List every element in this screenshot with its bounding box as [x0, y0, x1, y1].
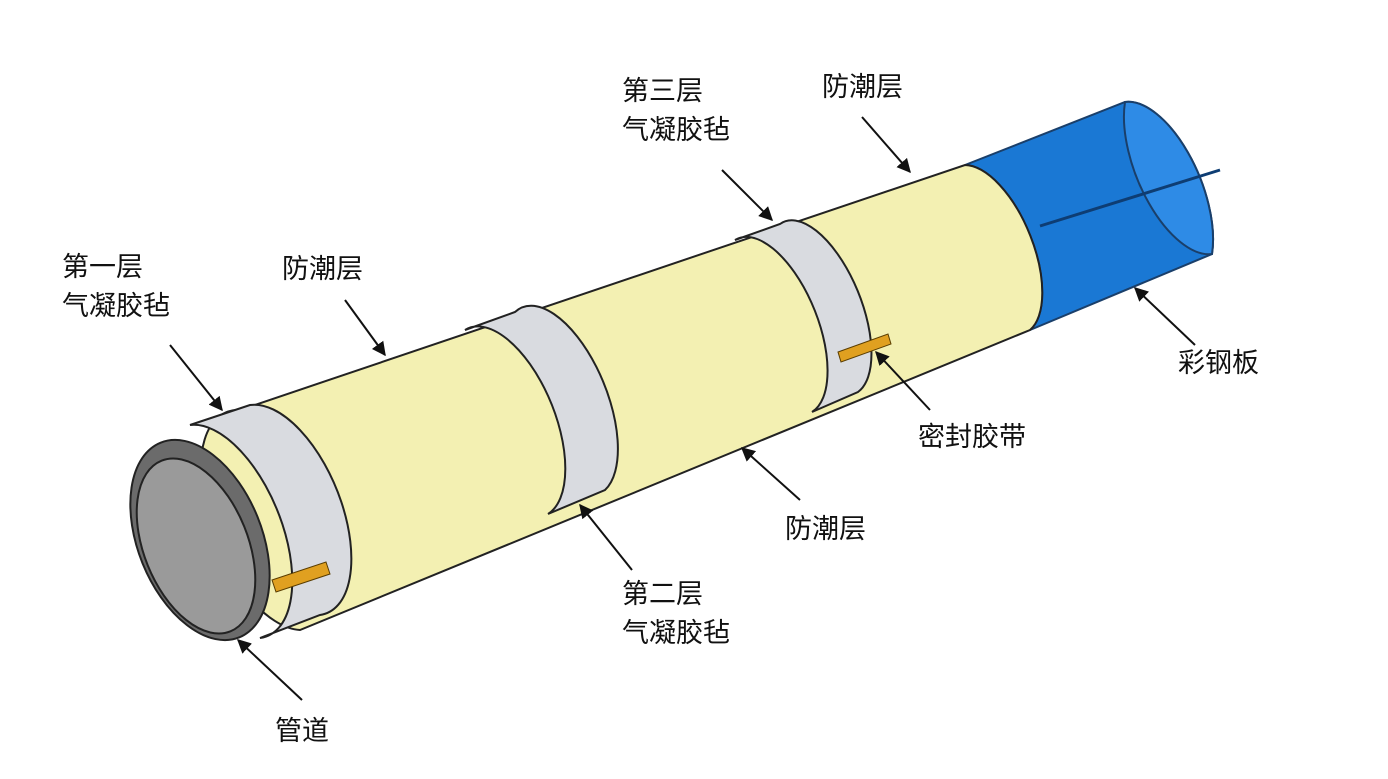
- steel-plate-end: [1122, 100, 1215, 256]
- label-moisture-bottom: 防潮层: [785, 514, 866, 545]
- aerogel-band-2: [464, 304, 619, 515]
- arrow-moisture-bottom: [740, 447, 801, 501]
- label-layer3-aerogel: 第三层 气凝胶毡: [622, 72, 730, 150]
- label-layer2-line2: 气凝胶毡: [622, 618, 730, 649]
- label-layer3-line1: 第三层: [622, 76, 703, 107]
- arrow-pipe: [236, 639, 303, 701]
- arrow-layer1: [169, 344, 223, 412]
- arrow-moisture-top: [861, 116, 911, 174]
- arrow-layer3: [721, 169, 773, 221]
- steel-plate-seam: [1039, 168, 1221, 228]
- arrow-layer2: [579, 503, 633, 571]
- label-layer1-aerogel: 第一层 气凝胶毡: [62, 248, 170, 326]
- label-pipe: 管道: [275, 716, 329, 747]
- seal-tape-2: [837, 333, 892, 363]
- label-layer3-line2: 气凝胶毡: [622, 115, 730, 146]
- arrow-steel-plate: [1133, 287, 1196, 346]
- pipe-inner-end: [135, 457, 257, 635]
- label-seal-tape: 密封胶带: [918, 422, 1026, 453]
- arrow-seal-tape: [875, 350, 931, 411]
- seal-tape-1: [271, 561, 331, 593]
- label-layer2-line1: 第二层: [622, 579, 703, 610]
- label-moisture-left: 防潮层: [282, 254, 363, 285]
- label-steel-plate: 彩钢板: [1178, 348, 1259, 379]
- label-layer1-line2: 气凝胶毡: [62, 291, 170, 322]
- aerogel-band-3: [734, 219, 873, 413]
- label-layer1-line1: 第一层: [62, 252, 143, 283]
- label-layer2-aerogel: 第二层 气凝胶毡: [622, 575, 730, 653]
- arrow-moisture-left: [344, 299, 386, 357]
- label-moisture-top: 防潮层: [822, 72, 903, 103]
